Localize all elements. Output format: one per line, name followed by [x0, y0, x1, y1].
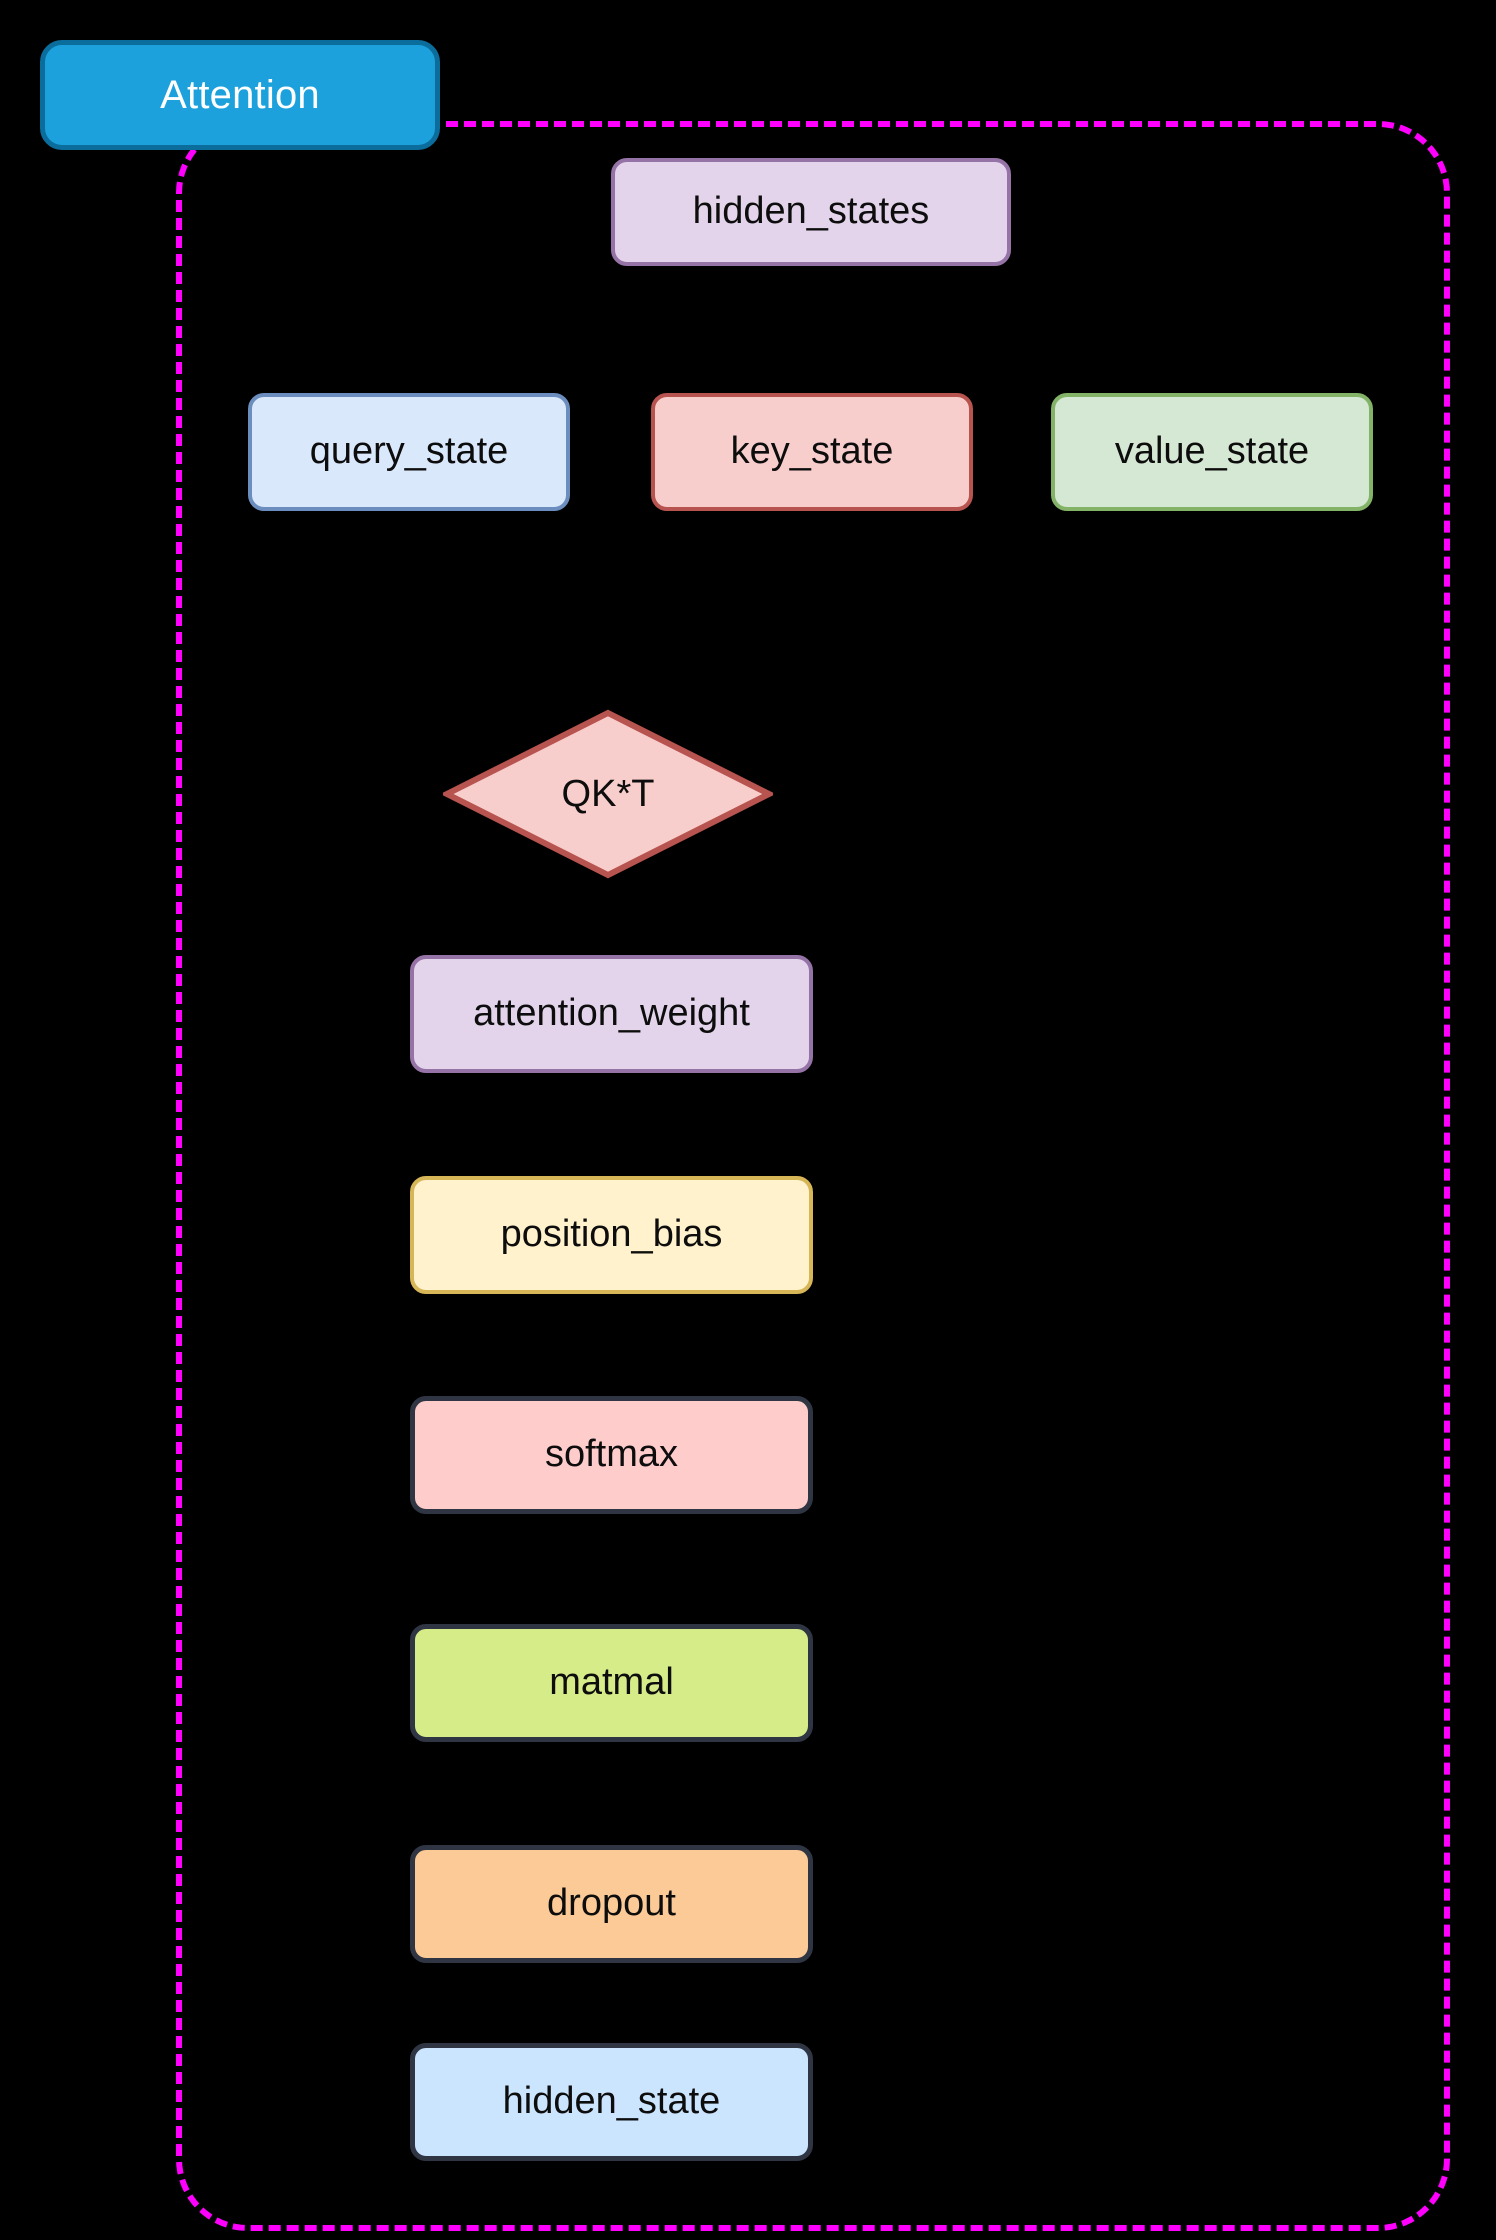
node-softmax[interactable]: softmax — [410, 1396, 813, 1514]
node-position-bias-label: position_bias — [500, 1213, 723, 1256]
node-key-state-label: key_state — [730, 430, 894, 473]
cluster-title-attention[interactable]: Attention — [40, 40, 440, 150]
cluster-title-label: Attention — [160, 73, 320, 117]
node-position-bias[interactable]: position_bias — [410, 1176, 813, 1294]
attention-subgraph-boundary — [176, 121, 1450, 2231]
node-matmal-label: matmal — [549, 1661, 674, 1704]
node-value-state[interactable]: value_state — [1051, 393, 1373, 511]
node-query-state-label: query_state — [309, 430, 509, 473]
node-attention-weight-label: attention_weight — [473, 992, 750, 1035]
node-hidden-states-label: hidden_states — [692, 190, 930, 233]
node-value-state-label: value_state — [1114, 430, 1310, 473]
diamond-shape-icon — [443, 709, 773, 879]
node-hidden-state[interactable]: hidden_state — [410, 2043, 813, 2161]
node-key-state[interactable]: key_state — [651, 393, 973, 511]
node-query-state[interactable]: query_state — [248, 393, 570, 511]
node-softmax-label: softmax — [544, 1433, 679, 1476]
node-hidden-state-label: hidden_state — [502, 2080, 721, 2123]
node-matmal[interactable]: matmal — [410, 1624, 813, 1742]
node-hidden-states[interactable]: hidden_states — [611, 158, 1011, 266]
node-attention-weight[interactable]: attention_weight — [410, 955, 813, 1073]
node-dropout[interactable]: dropout — [410, 1845, 813, 1963]
node-dropout-label: dropout — [547, 1882, 676, 1925]
node-qkt-diamond[interactable]: QK*T — [443, 709, 773, 879]
